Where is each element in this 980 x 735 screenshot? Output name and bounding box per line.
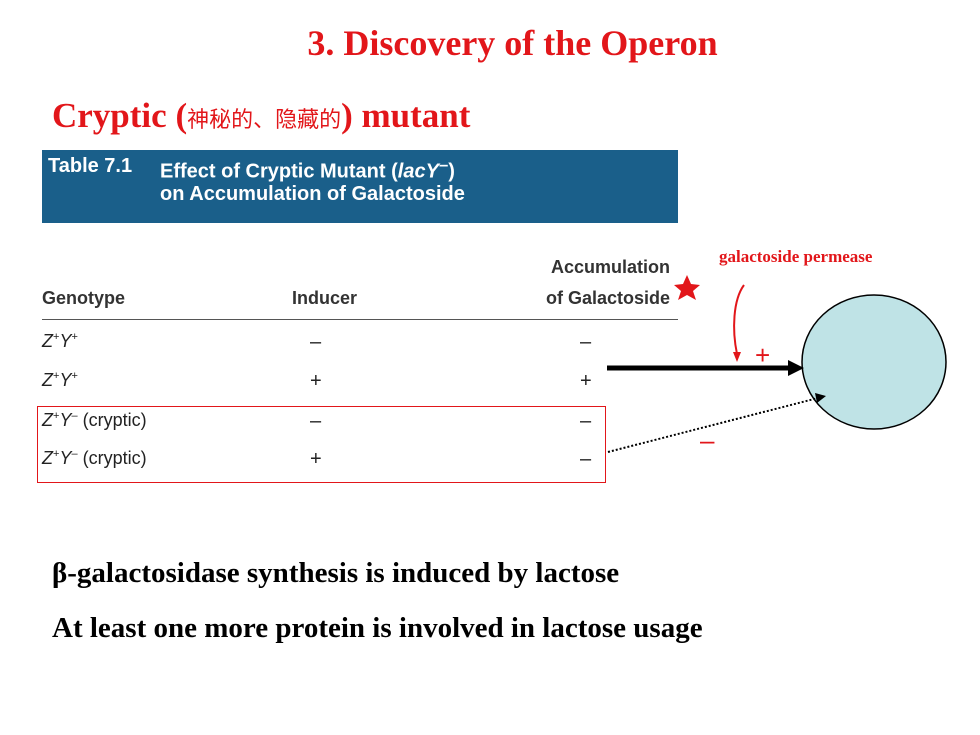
table-header: Table 7.1 Effect of Cryptic Mutant (lacY… (42, 150, 678, 223)
inducer-cell: + (310, 448, 322, 470)
inducer-cell: – (310, 410, 322, 432)
table-number: Table 7.1 (48, 155, 133, 177)
uptake-arrow-head (788, 360, 804, 376)
col-accum-line2: of Galactoside (545, 288, 670, 308)
subtitle-prefix: Cryptic ( (52, 96, 188, 135)
slide-title: 3. Discovery of the Operon (307, 23, 718, 63)
col-inducer: Inducer (292, 288, 358, 308)
minus-label: – (700, 425, 715, 455)
accumulation-cell: + (580, 370, 592, 392)
permease-pointer (733, 284, 745, 355)
permease-label: galactoside permease (719, 247, 873, 266)
table-title-line1: Effect of Cryptic Mutant (lacY–) (160, 155, 455, 184)
permease-pointer-head (733, 352, 741, 362)
accumulation-cell: – (580, 331, 592, 353)
star-icon (674, 275, 700, 300)
bottom-line-1: β-galactosidase synthesis is induced by … (52, 557, 620, 589)
genotype-cell: Z+Y+ (42, 331, 78, 351)
col-genotype: Genotype (42, 288, 126, 308)
header-rule (42, 319, 678, 320)
blocked-arrow-head (815, 393, 826, 403)
accumulation-cell: – (580, 410, 592, 432)
genotype-cell: Z+Y– (cryptic) (42, 448, 147, 468)
bottom-line-2: At least one more protein is involved in… (52, 612, 703, 644)
table-title-text: Effect of Cryptic Mutant ( (160, 160, 398, 183)
blocked-arrow (607, 397, 819, 453)
inducer-cell: + (310, 370, 322, 392)
slide-subtitle: Cryptic (神秘的、隐藏的) mutant (52, 96, 470, 136)
accumulation-cell: – (580, 448, 592, 470)
table-title-close: ) (448, 160, 455, 183)
subtitle-cjk: 神秘的、隐藏的 (187, 107, 342, 132)
table-title-line2: on Accumulation of Galactoside (160, 183, 465, 205)
inducer-cell: – (310, 331, 322, 353)
cell-circle (801, 294, 947, 430)
subtitle-suffix: ) mutant (341, 96, 471, 135)
col-accum-line1: Accumulation (550, 257, 670, 277)
genotype-cell: Z+Y– (cryptic) (42, 410, 147, 430)
plus-label: + (755, 340, 771, 370)
table-title-sup: – (438, 155, 449, 174)
cryptic-highlight-box (37, 406, 606, 483)
table-title-gene: lacY (397, 160, 439, 183)
genotype-cell: Z+Y+ (42, 370, 78, 390)
